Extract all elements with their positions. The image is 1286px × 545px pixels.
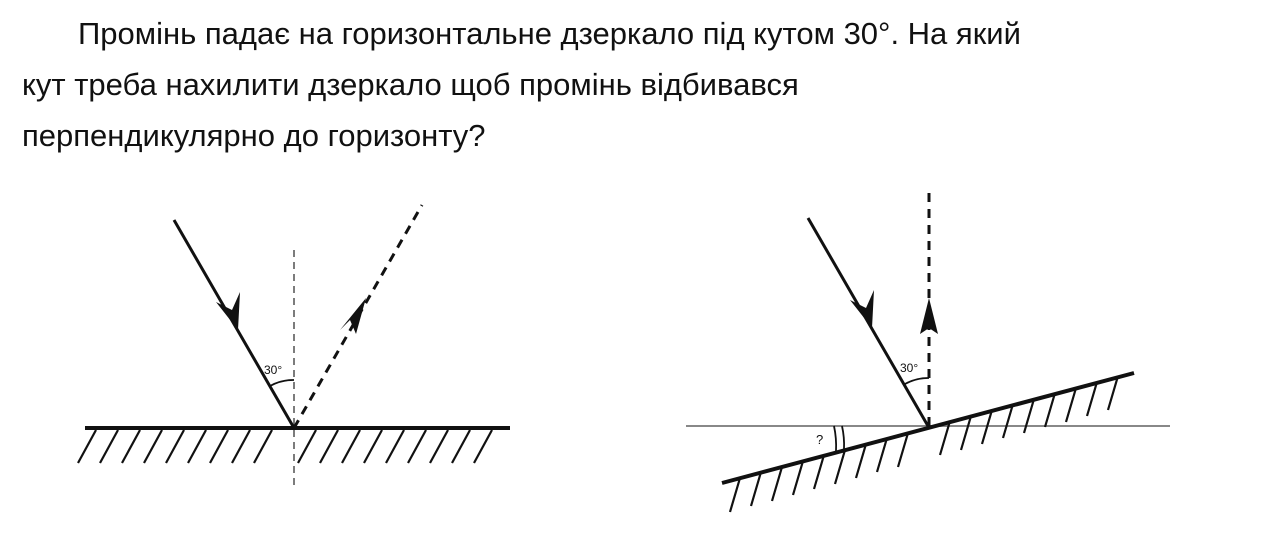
right-mirror-hatching [728, 375, 1120, 513]
right-angle-arc [904, 377, 930, 385]
unknown-angle-arc-inner [841, 425, 845, 450]
left-mirror-hatching [77, 429, 493, 464]
right-diagram: 30° ? [686, 186, 1170, 513]
unknown-angle-arc-outer [833, 425, 838, 452]
problem-line-3: перпендикулярно до горизонту? [22, 118, 486, 153]
right-incident-arrowhead [850, 290, 874, 328]
right-reflected-arrowhead [920, 298, 938, 334]
left-reflected-arrowhead [340, 298, 366, 334]
reflection-diagrams: 30° [77, 186, 1170, 513]
left-angle-label: 30° [264, 363, 282, 377]
left-angle-arc [269, 379, 295, 387]
problem-line-1: Промінь падає на горизонтальне дзеркало … [78, 16, 1021, 51]
left-incident-arrowhead [216, 292, 240, 330]
right-tilted-mirror [721, 371, 1135, 485]
right-angle-label: 30° [900, 361, 918, 375]
problem-line-2: кут треба нахилити дзеркало щоб промінь … [22, 67, 799, 102]
problem-statement: Промінь падає на горизонтальне дзеркало … [22, 8, 1262, 161]
left-diagram: 30° [77, 204, 510, 488]
unknown-angle-label: ? [816, 432, 823, 447]
